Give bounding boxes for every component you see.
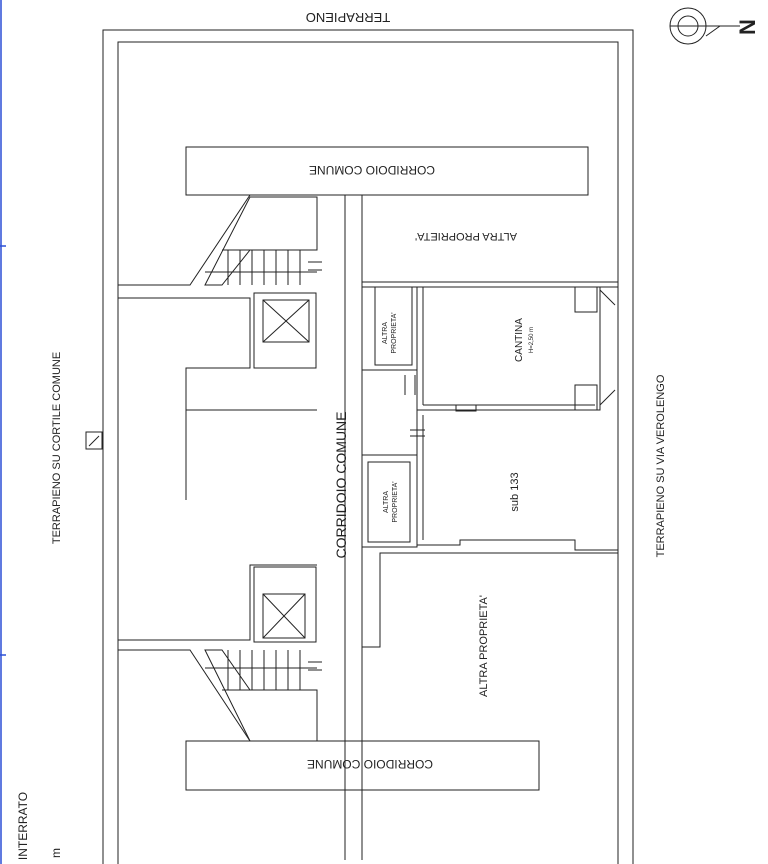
label-cantina: CANTINA [514, 318, 525, 362]
label-left-terrapieno: TERRAPIENO SU CORTILE COMUNE [51, 352, 63, 544]
building-walls [102, 29, 634, 864]
label-unit-m: m [49, 848, 63, 858]
north-arrow-icon [669, 7, 740, 45]
central-block [118, 297, 317, 411]
label-sub-133: sub 133 [509, 472, 521, 511]
label-altra-small-1b: PROPRIETA' [391, 312, 398, 353]
label-altra-small-2b: PROPRIETA' [392, 481, 399, 522]
altra-large-room [362, 552, 618, 648]
label-top-terrapieno: TERRAPIENO [306, 10, 391, 25]
margin-marks [0, 0, 6, 864]
upper-staircase [204, 196, 322, 286]
label-altra-top: ALTRA PROPRIETA' [415, 230, 517, 242]
label-corridor-top: CORRIDOIO COMUNE [309, 163, 435, 177]
label-north: N [735, 19, 760, 35]
cantina-room [416, 286, 616, 412]
label-altra-small-1a: ALTRA [382, 322, 389, 344]
label-corridor-bottom: CORRIDOIO COMUNE [307, 757, 433, 771]
label-interrato: INTERRATO [16, 792, 30, 860]
upper-left-block [118, 194, 346, 860]
lower-staircase [118, 649, 322, 742]
label-cantina-height: H=2,50 m [529, 327, 535, 353]
altra-small-room-2 [361, 454, 418, 548]
elevator-top [253, 292, 317, 369]
elevator-bottom [253, 566, 317, 643]
label-right-terrapieno: TERRAPIENO SU VIA VEROLENGO [655, 374, 667, 557]
label-corridor-center: CORRIDOIO COMUNE [333, 412, 349, 559]
vent-icon [85, 431, 103, 450]
label-altra-large: ALTRA PROPRIETA' [478, 595, 490, 697]
label-altra-small-2a: ALTRA [383, 491, 390, 513]
altra-small-room-1 [361, 286, 418, 395]
